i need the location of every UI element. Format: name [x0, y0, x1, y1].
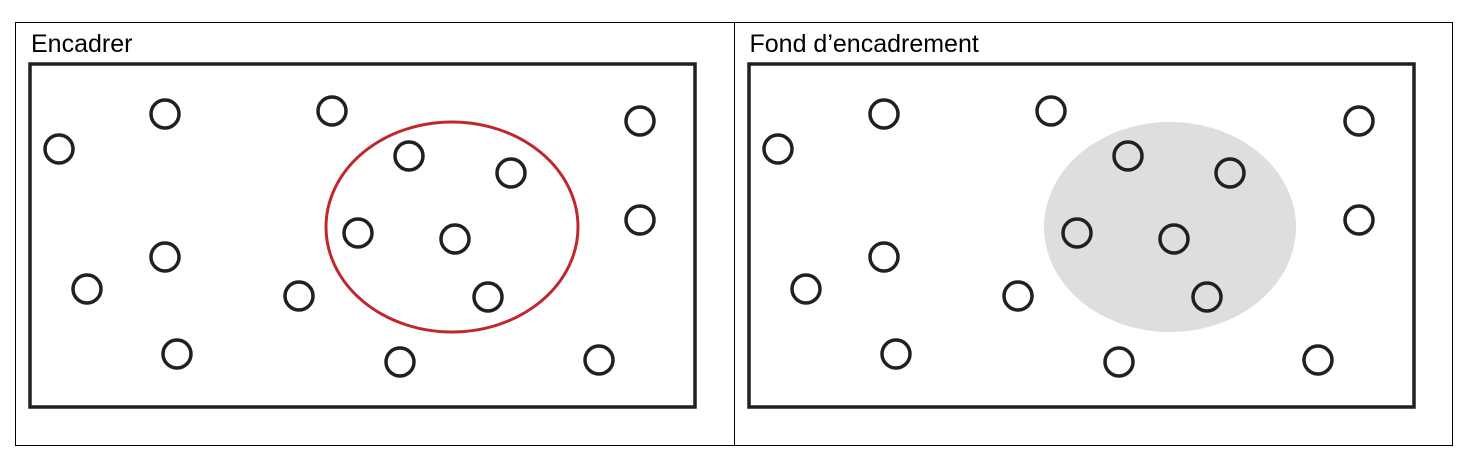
dot-circle [1342, 204, 1375, 236]
dot-circle [439, 223, 471, 255]
dot-circle [342, 217, 374, 249]
dot-circle [1213, 157, 1246, 189]
dot-circle [1102, 346, 1135, 378]
dot-circle [393, 140, 425, 172]
dot-circle [789, 273, 822, 305]
dot-circle [384, 346, 416, 378]
dot-circle [1111, 140, 1144, 172]
highlight-outline-ellipse [324, 120, 580, 334]
dot-circle [624, 105, 656, 137]
dot-circle [472, 281, 504, 313]
diagram-fond-encadrement [746, 62, 1416, 409]
comparison-table: Encadrer Fond d’encadrement [15, 22, 1453, 446]
dot-circle [71, 273, 103, 305]
diagram-encadrer [28, 62, 697, 409]
dot-circle [316, 95, 348, 127]
dot-circle [1301, 344, 1334, 376]
dot-circle [1157, 223, 1190, 255]
dot-circle [495, 157, 527, 189]
panel-encadrer: Encadrer [16, 23, 735, 445]
dot-circle [1001, 280, 1034, 312]
dot-circle [761, 133, 794, 165]
dot-circle [43, 133, 75, 165]
dot-circle [149, 241, 181, 273]
dot-circle [867, 98, 900, 130]
panel-title: Fond d’encadrement [749, 30, 979, 58]
dot-circle [583, 344, 615, 376]
panel-title: Encadrer [31, 30, 133, 58]
frame-rectangle [28, 62, 697, 409]
dot-circle [624, 204, 656, 236]
dots-group [761, 95, 1375, 378]
frame-rectangle [746, 62, 1416, 409]
dot-circle [1190, 281, 1223, 313]
dots-group [43, 95, 656, 378]
dot-circle [161, 338, 193, 370]
dot-circle [1060, 217, 1093, 249]
panel-fond-encadrement: Fond d’encadrement [735, 23, 1453, 445]
dot-circle [1342, 105, 1375, 137]
dot-circle [879, 338, 912, 370]
dot-circle [149, 98, 181, 130]
dot-circle [283, 280, 315, 312]
dot-circle [1034, 95, 1067, 127]
dot-circle [867, 241, 900, 273]
